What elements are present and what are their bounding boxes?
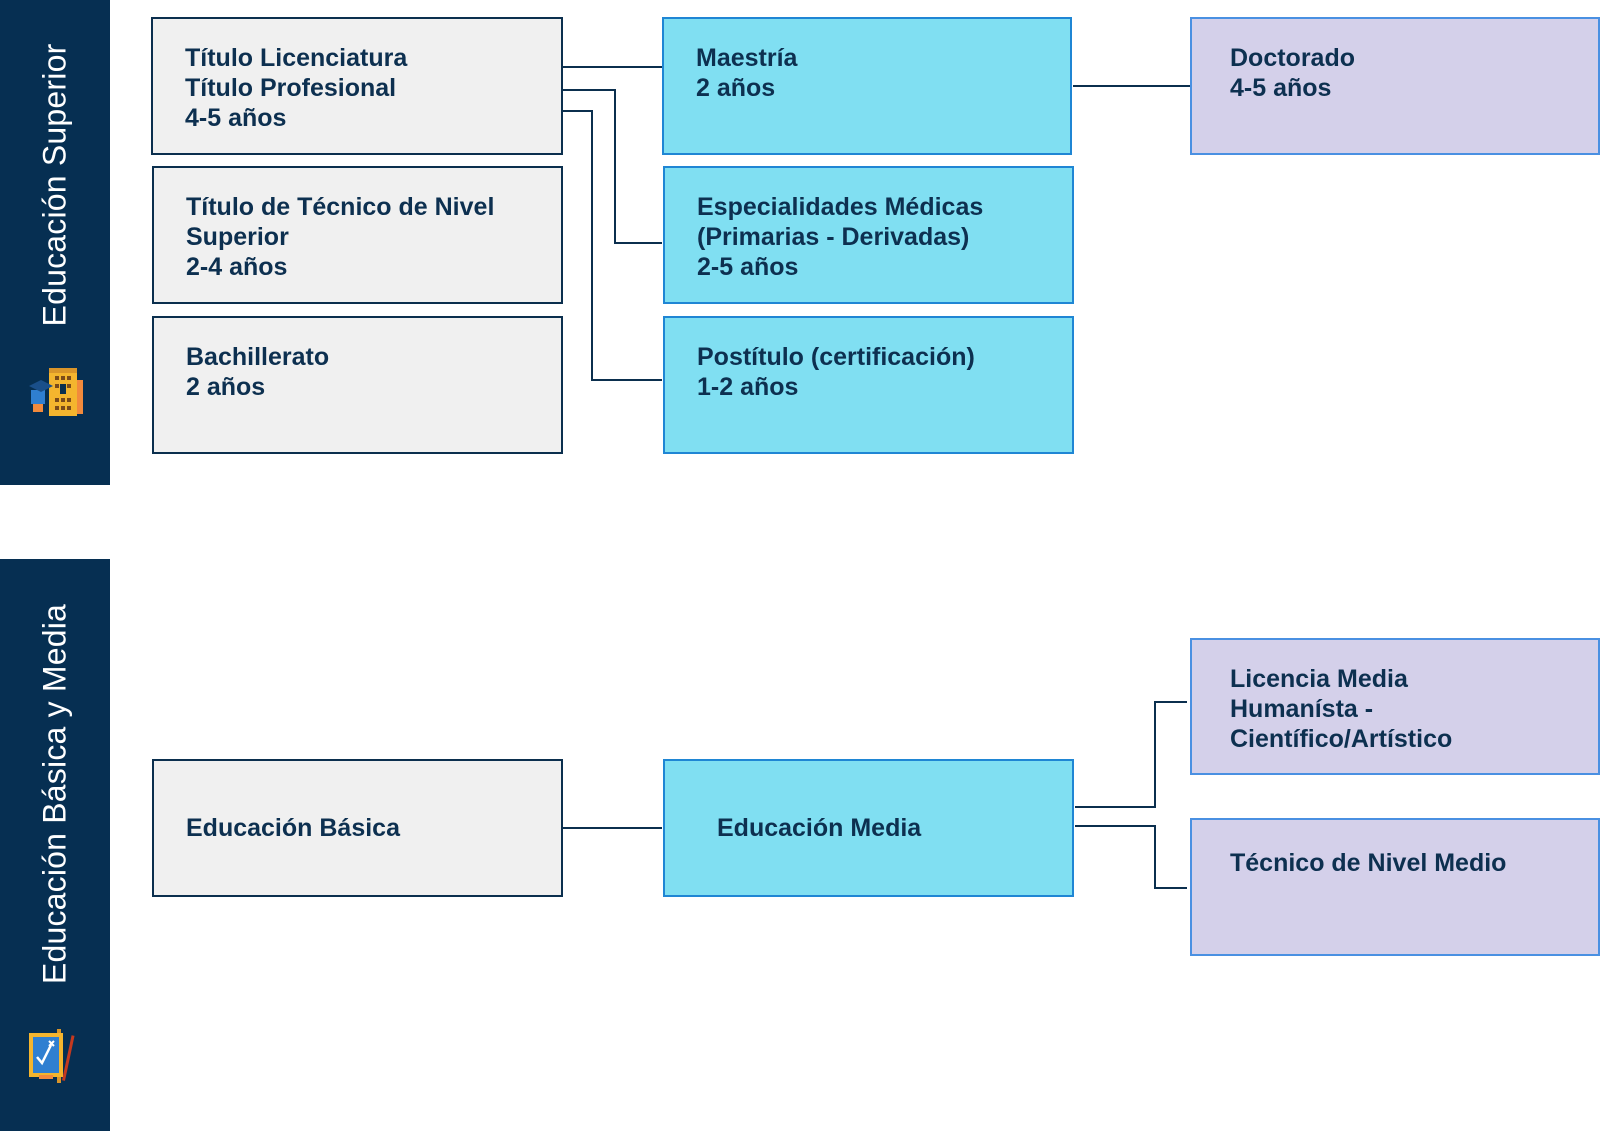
box-titulo-licenciatura: Título Licenciatura Título Profesional 4… [151,17,563,155]
chalkboard-easel-icon [29,1029,75,1083]
box-educacion-media: Educación Media [663,759,1074,897]
box-line: Especialidades Médicas [697,193,984,221]
box-line: 2-5 años [697,253,799,281]
box-especialidades-medicas: Especialidades Médicas (Primarias - Deri… [663,166,1074,304]
connector-media-licencia [1075,701,1187,808]
box-line: 4-5 años [185,104,287,132]
section-band-basica-media: Educación Básica y Media [0,559,110,1131]
box-line: Superior [186,223,289,251]
box-line: 1-2 años [697,373,799,401]
box-line: Doctorado [1230,44,1355,72]
box-maestria: Maestría 2 años [662,17,1072,155]
box-educacion-basica: Educación Básica [152,759,563,897]
box-line: Título de Técnico de Nivel [186,193,495,221]
box-line: Bachillerato [186,343,330,371]
box-line: (Primarias - Derivadas) [697,223,970,251]
box-line: Educación Básica [186,814,400,842]
section-label-superior: Educación Superior [36,43,73,327]
box-line: Título Licenciatura [185,44,408,72]
section-label-basica-media: Educación Básica y Media [36,603,73,985]
box-line: 2 años [696,74,776,102]
box-line: Título Profesional [185,74,397,102]
connector-licenciatura-postitulo [562,110,662,381]
box-doctorado: Doctorado 4-5 años [1190,17,1600,155]
box-line: Técnico de Nivel Medio [1230,849,1507,877]
box-licencia-media: Licencia Media Humanísta - Científico/Ar… [1190,638,1600,775]
connector-media-tecnico [1075,825,1187,889]
box-tecnico-nivel-superior: Título de Técnico de Nivel Superior 2-4 … [152,166,563,304]
box-line: 2 años [186,373,266,401]
box-line: Humanísta - [1230,695,1374,723]
box-line: Científico/Artístico [1230,725,1453,753]
box-postitulo: Postítulo (certificación) 1-2 años [663,316,1074,454]
box-line: Postítulo (certificación) [697,343,975,371]
box-line: 4-5 años [1230,74,1332,102]
box-line: Licencia Media [1230,665,1408,693]
connector-licenciatura-especialidades [562,89,662,244]
section-band-superior: Educación Superior [0,0,110,485]
box-tecnico-nivel-medio: Técnico de Nivel Medio [1190,818,1600,956]
box-line: Educación Media [717,814,922,842]
box-bachillerato: Bachillerato 2 años [152,316,563,454]
university-building-icon [29,368,83,416]
box-line: 2-4 años [186,253,288,281]
box-line: Maestría [696,44,798,72]
